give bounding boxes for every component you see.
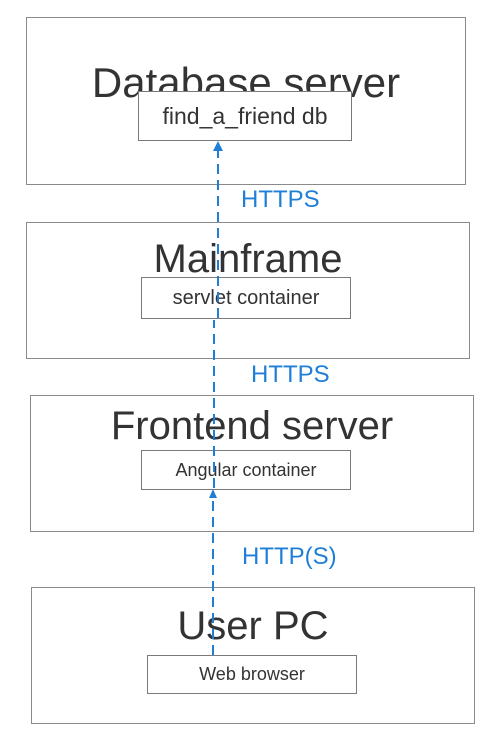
mainframe-node: Mainframe servlet container: [26, 222, 470, 359]
angular-container-box: Angular container: [141, 450, 351, 490]
node-title: User PC: [177, 604, 329, 648]
database-server-node: Database server find_a_friend db: [26, 17, 466, 185]
servlet-container-box: servlet container: [141, 277, 351, 319]
connection-label: HTTP(S): [242, 543, 337, 570]
node-title: Frontend server: [110, 404, 394, 448]
user-pc-node: User PC Web browser: [31, 587, 475, 724]
connection-label: HTTPS: [251, 361, 330, 388]
frontend-server-node: Frontend server Angular container: [30, 395, 474, 532]
connection-label: HTTPS: [241, 186, 320, 213]
web-browser-box: Web browser: [147, 655, 357, 694]
database-component-box: find_a_friend db: [138, 91, 352, 141]
node-title: Mainframe: [153, 237, 343, 281]
